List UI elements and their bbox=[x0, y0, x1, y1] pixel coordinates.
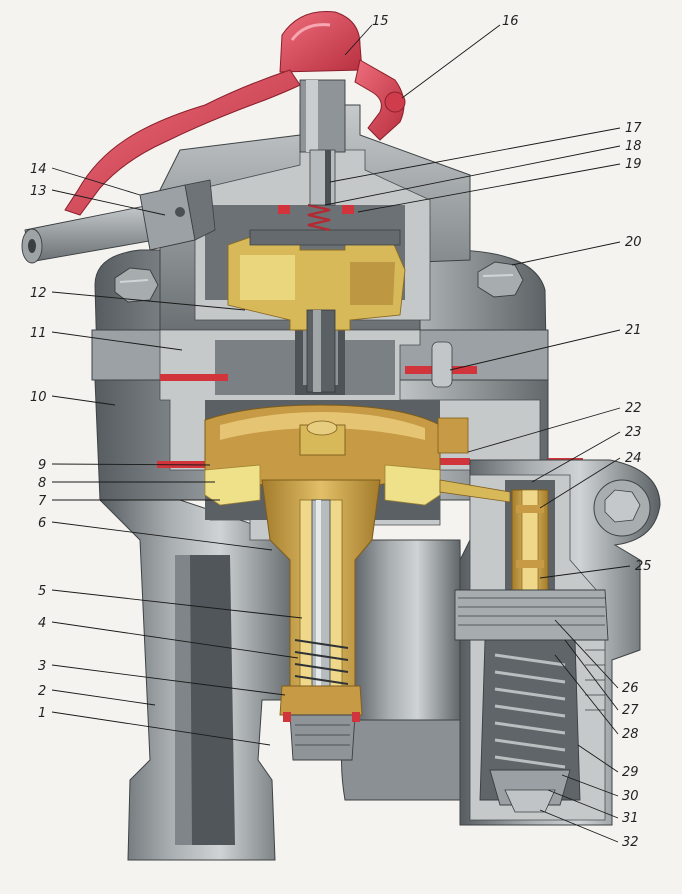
leader-31 bbox=[547, 789, 619, 819]
leader-24 bbox=[539, 457, 621, 509]
callout-28: 28 bbox=[622, 727, 639, 742]
hex-nut-icon bbox=[604, 489, 641, 523]
callout-8: 8 bbox=[38, 476, 46, 491]
cap-nut-icon bbox=[279, 10, 363, 73]
bolt-head-icon bbox=[431, 341, 453, 388]
leader-17 bbox=[329, 127, 621, 183]
leader-26 bbox=[554, 619, 619, 689]
callout-25: 25 bbox=[635, 559, 652, 574]
leader-12 bbox=[51, 291, 246, 311]
callout-31: 31 bbox=[622, 811, 639, 826]
leader-4 bbox=[51, 621, 299, 659]
callout-19: 19 bbox=[625, 157, 642, 172]
lower-spring bbox=[294, 639, 349, 685]
callout-5: 5 bbox=[38, 584, 46, 599]
central-valve-body bbox=[261, 479, 381, 761]
leader-9 bbox=[51, 463, 211, 466]
callout-9: 9 bbox=[38, 458, 46, 473]
callout-12: 12 bbox=[30, 286, 47, 301]
actuator-rod bbox=[21, 179, 216, 264]
leader-19 bbox=[357, 163, 621, 213]
relief-spring bbox=[494, 653, 566, 769]
hex-nut-icon bbox=[477, 261, 524, 298]
leader-20 bbox=[511, 241, 621, 266]
leader-22 bbox=[467, 407, 621, 453]
side-valve-housing bbox=[437, 417, 661, 826]
callout-7: 7 bbox=[38, 494, 47, 509]
callout-27: 27 bbox=[622, 703, 639, 718]
callout-11: 11 bbox=[30, 326, 47, 341]
callout-labels: 1 2 3 4 5 6 7 8 9 10 11 12 13 14 15 16 1… bbox=[30, 14, 652, 850]
callout-4: 4 bbox=[38, 616, 46, 631]
leader-10 bbox=[51, 395, 116, 406]
callout-1: 1 bbox=[38, 706, 46, 721]
leader-5 bbox=[51, 589, 303, 619]
callout-13: 13 bbox=[30, 184, 47, 199]
callout-14: 14 bbox=[30, 162, 47, 177]
callout-15: 15 bbox=[372, 14, 389, 29]
leader-11 bbox=[51, 331, 183, 351]
leader-15 bbox=[344, 24, 373, 56]
callout-30: 30 bbox=[622, 789, 639, 804]
upper-diaphragm-assembly bbox=[227, 203, 406, 393]
control-lever bbox=[64, 59, 406, 216]
leader-14 bbox=[51, 167, 141, 196]
gasket-lower-mid bbox=[430, 458, 470, 465]
leader-30 bbox=[561, 774, 619, 797]
hex-nut-icon bbox=[114, 267, 159, 303]
callout-21: 21 bbox=[625, 323, 642, 338]
lower-diaphragm-assembly bbox=[204, 404, 441, 506]
callout-16: 16 bbox=[502, 14, 519, 29]
callout-17: 17 bbox=[625, 121, 642, 136]
seal-top-left bbox=[278, 205, 290, 214]
leader-13 bbox=[51, 189, 166, 216]
leader-25 bbox=[539, 565, 631, 579]
callout-24: 24 bbox=[625, 451, 642, 466]
callout-22: 22 bbox=[625, 401, 642, 416]
callout-3: 3 bbox=[38, 659, 46, 674]
top-adjuster bbox=[299, 79, 346, 206]
leader-18 bbox=[324, 145, 621, 206]
callout-10: 10 bbox=[30, 390, 47, 405]
leader-32 bbox=[539, 809, 619, 843]
seal-top-right bbox=[342, 205, 354, 214]
callout-2: 2 bbox=[38, 684, 46, 699]
leader-1 bbox=[51, 711, 271, 746]
leader-28 bbox=[554, 654, 619, 735]
leader-29 bbox=[577, 744, 619, 773]
leader-27 bbox=[564, 639, 619, 711]
callout-29: 29 bbox=[622, 765, 639, 780]
callout-23: 23 bbox=[625, 425, 642, 440]
leader-21 bbox=[449, 329, 621, 371]
leader-3 bbox=[51, 664, 286, 696]
callout-20: 20 bbox=[625, 235, 642, 250]
callout-18: 18 bbox=[625, 139, 642, 154]
leader-16 bbox=[401, 24, 501, 99]
leader-23 bbox=[531, 431, 621, 483]
callout-32: 32 bbox=[622, 835, 639, 850]
leader-2 bbox=[51, 689, 156, 706]
leader-6 bbox=[51, 521, 273, 551]
callout-6: 6 bbox=[38, 516, 46, 531]
upper-spring bbox=[307, 203, 331, 232]
gasket-upper-left bbox=[160, 374, 228, 381]
callout-26: 26 bbox=[622, 681, 639, 696]
leader-lines bbox=[51, 24, 631, 843]
